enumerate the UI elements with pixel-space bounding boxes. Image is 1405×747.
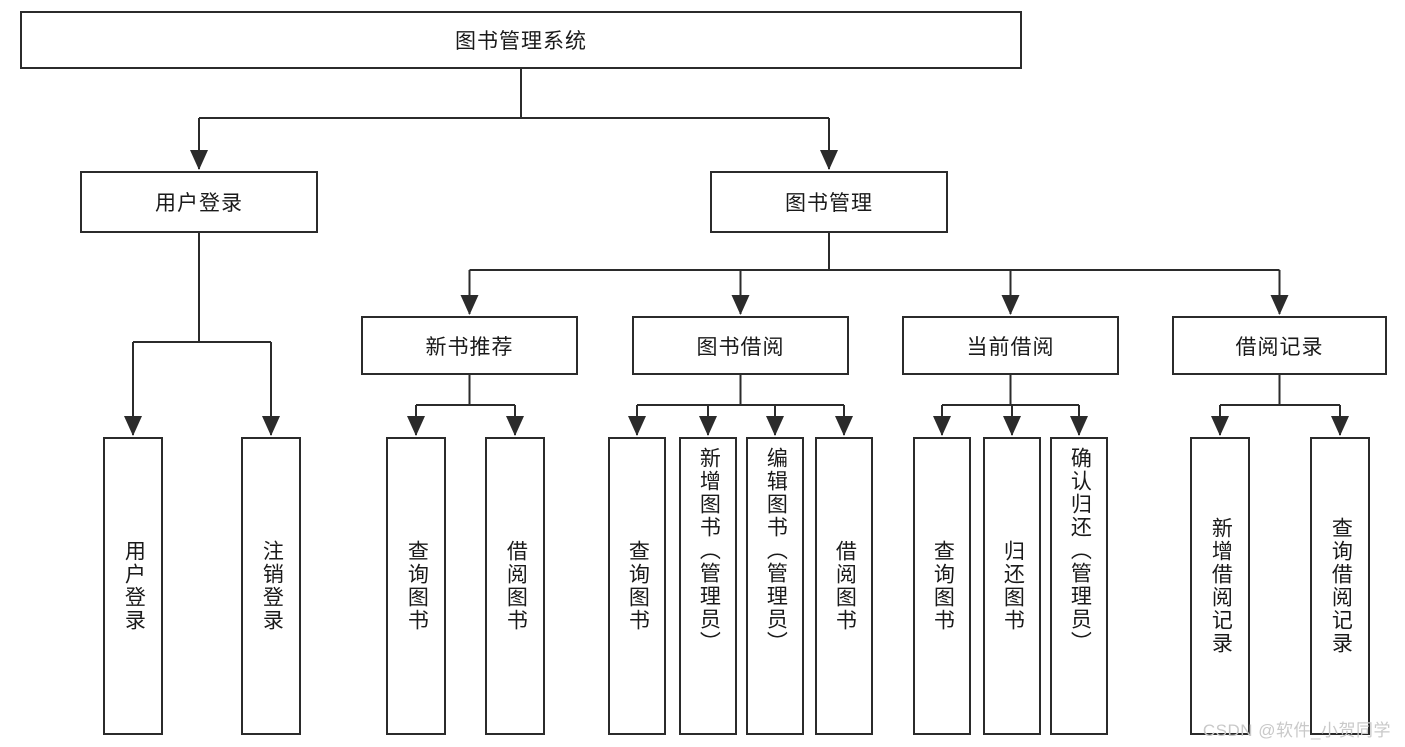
- node-label: 图书借阅: [696, 335, 785, 359]
- node-leaf-query-book-1[interactable]: 查询图书: [386, 437, 446, 735]
- csdn-watermark: CSDN @软件_小贺同学: [1202, 721, 1391, 740]
- node-label: 注销登录: [260, 540, 284, 632]
- node-leaf-user-login[interactable]: 用户登录: [103, 437, 163, 735]
- node-label: 确认归还（管理员）: [1068, 447, 1092, 654]
- arrowhead: [1270, 295, 1289, 315]
- node-leaf-confirm-return-admin[interactable]: 确认归还（管理员）: [1050, 437, 1108, 735]
- node-root[interactable]: 图书管理系统: [20, 11, 1022, 69]
- node-leaf-query-borrow-record[interactable]: 查询借阅记录: [1310, 437, 1370, 735]
- arrowhead: [460, 295, 479, 315]
- arrowhead: [820, 150, 838, 170]
- node-label: 新增图书（管理员）: [697, 447, 721, 654]
- arrowhead: [835, 416, 853, 436]
- arrowhead: [407, 416, 425, 436]
- arrowhead: [699, 416, 717, 436]
- node-label: 当前借阅: [966, 335, 1055, 359]
- arrowhead: [1331, 416, 1349, 436]
- node-leaf-add-borrow-record[interactable]: 新增借阅记录: [1190, 437, 1250, 735]
- node-new-book-recommend[interactable]: 新书推荐: [361, 316, 578, 375]
- node-label: 查询图书: [626, 540, 650, 632]
- node-label: 图书管理系统: [455, 30, 587, 53]
- arrowhead: [1003, 416, 1021, 436]
- arrowhead: [1211, 416, 1229, 436]
- node-label: 用户登录: [155, 192, 243, 215]
- node-leaf-edit-book-admin[interactable]: 编辑图书（管理员）: [746, 437, 804, 735]
- node-label: 用户登录: [122, 540, 146, 632]
- node-book-manage[interactable]: 图书管理: [710, 171, 948, 233]
- node-leaf-borrow-book-2[interactable]: 借阅图书: [815, 437, 873, 735]
- arrowhead: [766, 416, 784, 436]
- node-borrow-record[interactable]: 借阅记录: [1172, 316, 1387, 375]
- node-label: 查询图书: [931, 540, 955, 632]
- node-label: 查询图书: [405, 540, 429, 632]
- node-label: 查询借阅记录: [1329, 517, 1353, 655]
- node-label: 借阅图书: [504, 540, 528, 632]
- arrowhead: [933, 416, 951, 436]
- node-label: 归还图书: [1001, 540, 1025, 632]
- node-label: 借阅图书: [833, 540, 857, 632]
- node-leaf-return-book[interactable]: 归还图书: [983, 437, 1041, 735]
- node-user-login[interactable]: 用户登录: [80, 171, 318, 233]
- node-label: 新书推荐: [425, 335, 514, 359]
- node-leaf-query-book-2[interactable]: 查询图书: [608, 437, 666, 735]
- arrowhead: [628, 416, 646, 436]
- node-leaf-borrow-book-1[interactable]: 借阅图书: [485, 437, 545, 735]
- node-leaf-query-book-3[interactable]: 查询图书: [913, 437, 971, 735]
- arrowhead: [506, 416, 524, 436]
- node-label: 图书管理: [785, 192, 873, 215]
- node-book-borrow[interactable]: 图书借阅: [632, 316, 849, 375]
- node-leaf-logout[interactable]: 注销登录: [241, 437, 301, 735]
- node-label: 借阅记录: [1235, 335, 1324, 359]
- node-current-borrow[interactable]: 当前借阅: [902, 316, 1119, 375]
- arrowhead: [124, 416, 142, 436]
- node-label: 新增借阅记录: [1209, 517, 1233, 655]
- node-label: 编辑图书（管理员）: [764, 447, 788, 654]
- arrowhead: [262, 416, 280, 436]
- arrowhead: [1070, 416, 1088, 436]
- arrowhead: [1001, 295, 1020, 315]
- arrowhead: [190, 150, 208, 170]
- arrowhead: [731, 295, 750, 315]
- node-leaf-add-book-admin[interactable]: 新增图书（管理员）: [679, 437, 737, 735]
